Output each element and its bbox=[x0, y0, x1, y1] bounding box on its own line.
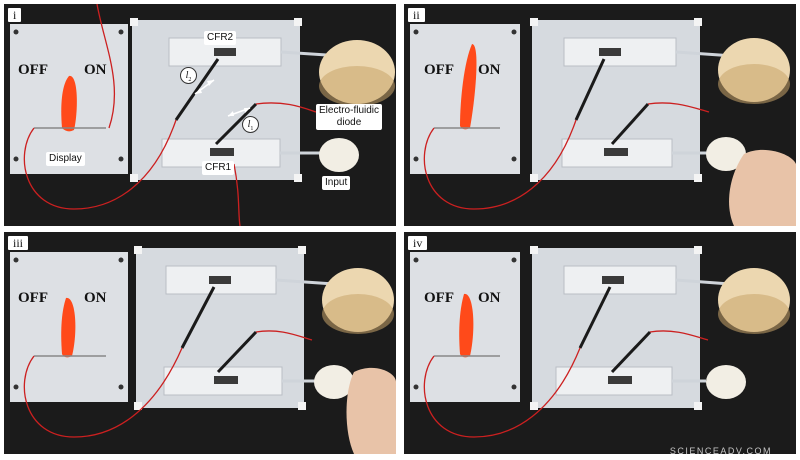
panel-label: i bbox=[8, 8, 22, 22]
off-label: OFF bbox=[18, 62, 48, 78]
electro-fluidic-diode-label: Electro-fluidic diode bbox=[316, 104, 383, 130]
l1-symbol: l bbox=[247, 119, 251, 130]
l2-subscript: 2 bbox=[188, 77, 192, 83]
panel-iii: iii OFF ON bbox=[4, 232, 396, 454]
on-label: ON bbox=[84, 62, 107, 78]
watermark: SCIENCEADV.COM bbox=[669, 446, 772, 456]
panel-label: iii bbox=[8, 236, 29, 250]
diode-label-line2: diode bbox=[336, 117, 362, 128]
input-label: Input bbox=[322, 176, 351, 190]
l2-bubble: l2 bbox=[180, 67, 197, 84]
on-label: ON bbox=[84, 290, 107, 306]
cfr1-label: CFR1 bbox=[202, 161, 235, 175]
off-label: OFF bbox=[424, 62, 454, 78]
setup-photo bbox=[4, 232, 396, 454]
off-label: OFF bbox=[18, 290, 48, 306]
on-label: ON bbox=[478, 290, 501, 306]
off-label: OFF bbox=[424, 290, 454, 306]
panel-label: ii bbox=[408, 8, 425, 22]
cfr2-label: CFR2 bbox=[204, 31, 237, 45]
display-label: Display bbox=[46, 152, 85, 166]
length-arrows bbox=[194, 79, 251, 117]
hand-shape bbox=[729, 149, 796, 226]
on-label: ON bbox=[478, 62, 501, 78]
panel-i: i OFF ON CFR2 CFR1 Display Input Electro… bbox=[4, 4, 396, 226]
setup-photo bbox=[404, 232, 796, 454]
panel-iv: iv OFF ON bbox=[404, 232, 796, 454]
l1-bubble: l1 bbox=[242, 116, 259, 133]
l2-symbol: l bbox=[185, 70, 189, 81]
setup-photo bbox=[404, 4, 796, 226]
panel-ii: ii OFF ON bbox=[404, 4, 796, 226]
display-flag-shape bbox=[61, 75, 77, 132]
l1-subscript: 1 bbox=[250, 126, 254, 132]
panel-label: iv bbox=[408, 236, 428, 250]
diode-label-line1: Electro-fluidic bbox=[319, 105, 380, 116]
